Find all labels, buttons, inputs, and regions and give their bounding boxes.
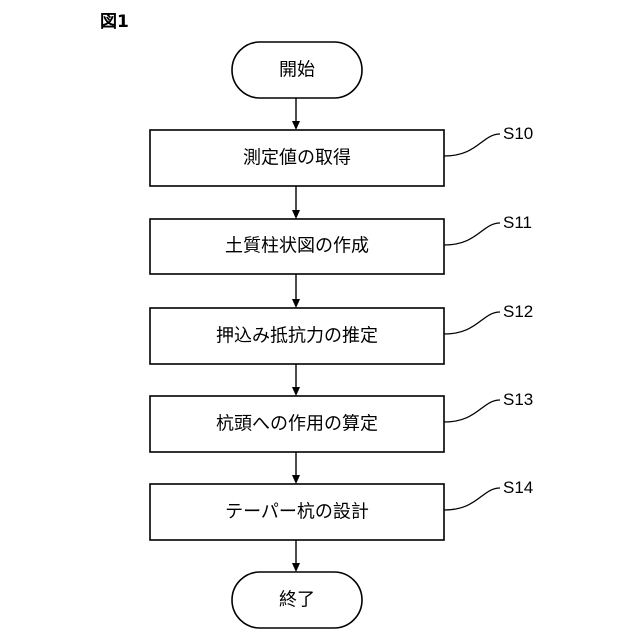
arrow-s10-to-s11: [292, 186, 300, 219]
leader-line-s12: [444, 312, 500, 334]
leader-line-s14: [444, 488, 500, 510]
step-id-s11: S11: [503, 213, 532, 232]
process-box-s14: テーパー杭の設計 S14: [150, 478, 533, 540]
figure-label: 図1: [100, 12, 129, 32]
arrow-s14-to-end: [292, 540, 300, 572]
end-terminal-label: 終了: [279, 590, 315, 611]
leader-line-s10: [444, 134, 500, 156]
process-box-s12: 押込み抵抗力の推定 S12: [150, 302, 533, 364]
step-id-s10: S10: [503, 124, 533, 143]
arrow-s11-to-s12: [292, 274, 300, 308]
leader-line-s13: [444, 400, 500, 422]
process-box-s14-label: テーパー杭の設計: [225, 502, 369, 523]
start-terminal-label: 開始: [279, 60, 315, 81]
leader-line-s11: [444, 223, 500, 245]
arrow-start-to-s10: [292, 98, 300, 130]
process-box-s10: 測定値の取得 S10: [150, 124, 533, 186]
end-terminal: 終了: [232, 572, 362, 628]
process-box-s13-label: 杭頭への作用の算定: [216, 414, 378, 435]
step-id-s13: S13: [503, 390, 533, 409]
arrow-s12-to-s13: [292, 364, 300, 396]
step-id-s14: S14: [503, 478, 533, 497]
process-box-s11: 土質柱状図の作成 S11: [150, 213, 532, 274]
process-box-s12-label: 押込み抵抗力の推定: [216, 326, 378, 347]
arrow-s13-to-s14: [292, 452, 300, 484]
step-id-s12: S12: [503, 302, 533, 321]
process-box-s11-label: 土質柱状図の作成: [225, 236, 369, 257]
start-terminal: 開始: [232, 42, 362, 98]
process-box-s13: 杭頭への作用の算定 S13: [150, 390, 533, 452]
process-box-s10-label: 測定値の取得: [243, 148, 351, 169]
